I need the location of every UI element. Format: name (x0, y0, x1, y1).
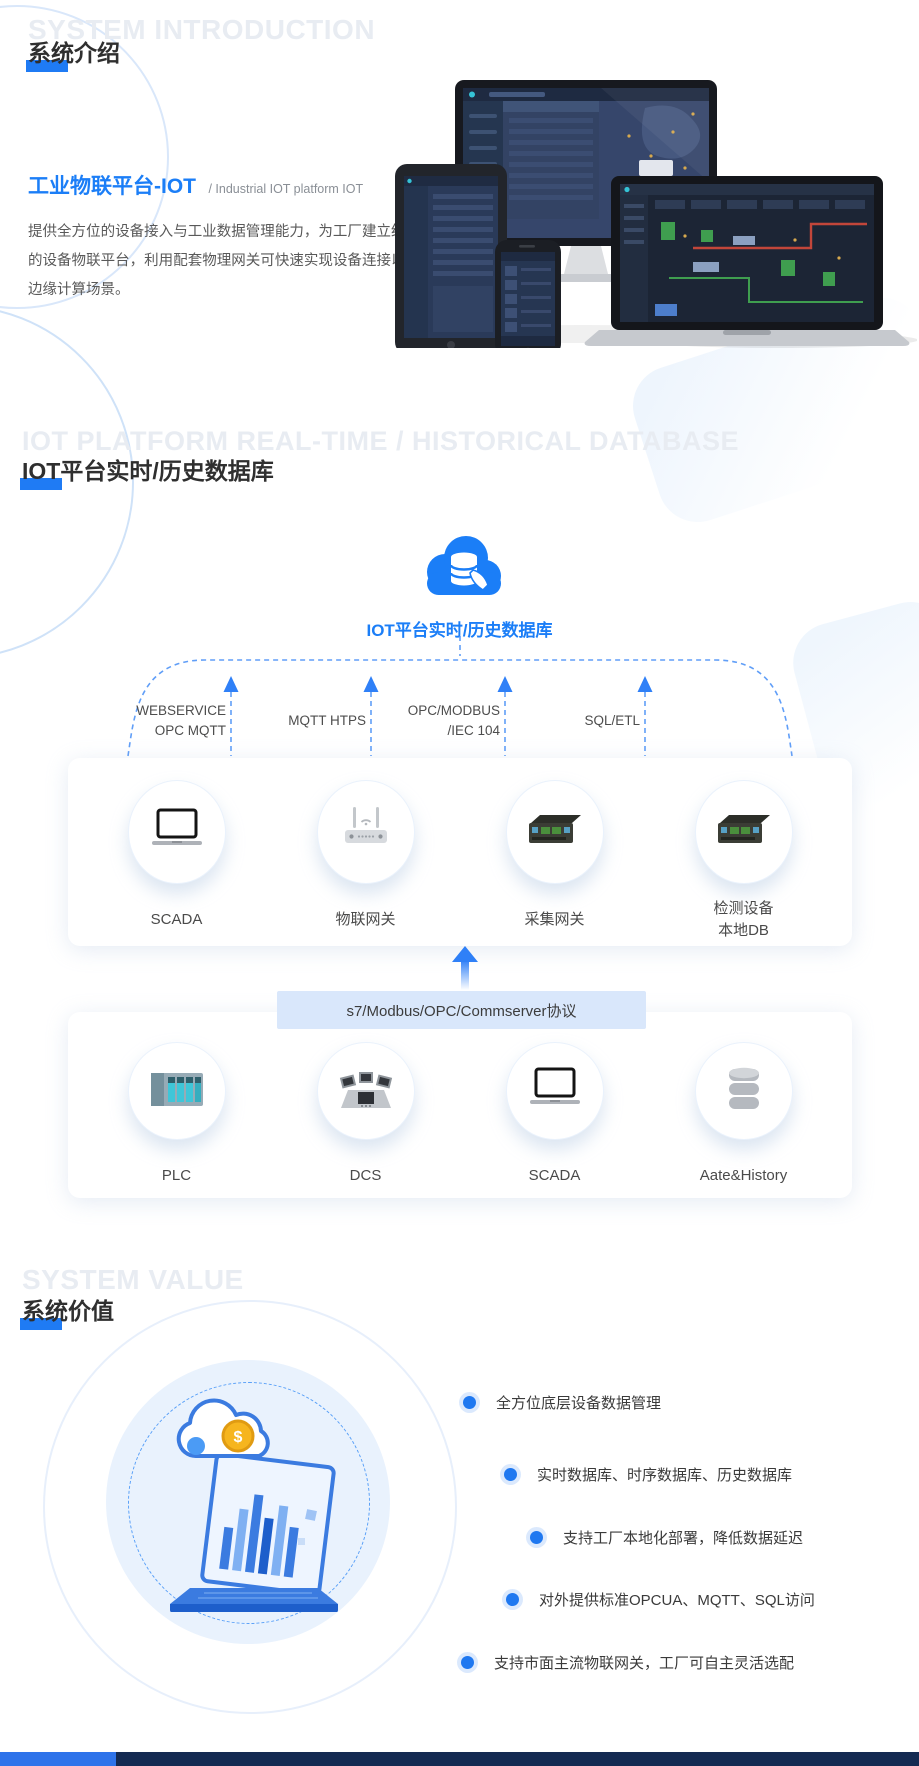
device-column-collect-gateway: 采集网关 (460, 780, 649, 946)
device-label: SCADA (528, 1167, 581, 1184)
protocol-banner: s7/Modbus/OPC/Commserver协议 (277, 991, 646, 1029)
section3-watermark: SYSTEM VALUE (22, 1264, 244, 1295)
database-icon (714, 1063, 774, 1120)
device-label: 采集网关 (524, 911, 585, 928)
product-title-row: 工业物联平台-IOT / Industrial IOT platform IOT (28, 170, 363, 200)
protocol-label-mqtt-htps: MQTT HTPS (288, 713, 366, 728)
smartphone-mockup (495, 240, 561, 356)
section3-heading: 系统价值 (20, 1292, 114, 1330)
bullet-dot-icon (504, 1468, 517, 1481)
rack-server-icon (525, 807, 585, 858)
device-column-iot-gateway: 物联网关 (271, 780, 460, 946)
protocol-label-webservice: WEBSERVICE OPC MQTT (136, 703, 226, 738)
wifi-router-icon (336, 805, 396, 860)
section2-heading: IOT平台实时/历史数据库 (20, 452, 274, 490)
protocol-label-sql-etl: SQL/ETL (584, 713, 640, 728)
value-bullet-item: 支持工厂本地化部署，降低数据延迟 (530, 1527, 803, 1548)
value-bullet-item: 对外提供标准OPCUA、MQTT、SQL访问 (506, 1589, 815, 1610)
bullet-dot-icon (463, 1396, 476, 1409)
svg-text:$: $ (234, 1429, 243, 1446)
product-title: 工业物联平台-IOT (28, 175, 196, 198)
plc-icon (147, 1066, 207, 1117)
device-column-plc: PLC (82, 1042, 271, 1198)
device-column-detect-device: 检测设备 本地DB (649, 780, 838, 946)
device-label: PLC (161, 1167, 192, 1184)
device-label: SCADA (150, 911, 203, 928)
device-column-dcs: DCS (271, 1042, 460, 1198)
bullet-dot-icon (530, 1531, 543, 1544)
product-subtitle: / Industrial IOT platform IOT (208, 182, 364, 196)
cloud-data-laptop-illustration: $ (146, 1392, 356, 1613)
laptop-mockup (584, 176, 910, 346)
device-column-scada: SCADA (82, 780, 271, 946)
bullet-dot-icon (461, 1656, 474, 1669)
rack-server-icon (714, 807, 774, 858)
value-bullet-item: 全方位底层设备数据管理 (463, 1392, 661, 1413)
dashed-connector-lines (0, 630, 919, 762)
cloud-database-icon (418, 528, 508, 608)
footer-bar (0, 1752, 919, 1766)
section1-heading: 系统介绍 (26, 34, 120, 72)
section2-watermark: IOT PLATFORM REAL-TIME / HISTORICAL DATA… (22, 426, 739, 456)
device-label: DCS (349, 1167, 382, 1184)
bottom-devices-card: PLC (68, 1012, 852, 1198)
devices-mockup-image (393, 72, 918, 356)
up-arrow-icon (452, 946, 478, 990)
dcs-console-icon (336, 1066, 396, 1117)
protocol-label-opc-modbus: OPC/MODBUS /IEC 104 (407, 703, 500, 738)
product-description: 提供全方位的设备接入与工业数据管理能力，为工厂建立统一的设备物联平台，利用配套物… (28, 223, 420, 298)
value-bullet-item: 支持市面主流物联网关，工厂可自主灵活选配 (461, 1652, 794, 1673)
bullet-dot-icon (506, 1593, 519, 1606)
device-label: Aate&History (699, 1167, 788, 1184)
device-label: 检测设备 本地DB (713, 900, 774, 939)
footer-accent-segment (0, 1752, 116, 1766)
laptop-icon (147, 807, 207, 858)
laptop-icon (525, 1066, 585, 1117)
value-bullet-item: 实时数据库、时序数据库、历史数据库 (504, 1464, 792, 1485)
device-column-history-db: Aate&History (649, 1042, 838, 1198)
cloud-label: IOT平台实时/历史数据库 (366, 621, 553, 640)
device-label: 物联网关 (335, 911, 396, 928)
top-devices-card: SCADA (68, 758, 852, 946)
section1-watermark: SYSTEM INTRODUCTION (28, 14, 376, 45)
device-column-scada2: SCADA (460, 1042, 649, 1198)
tablet-mockup (395, 164, 507, 354)
